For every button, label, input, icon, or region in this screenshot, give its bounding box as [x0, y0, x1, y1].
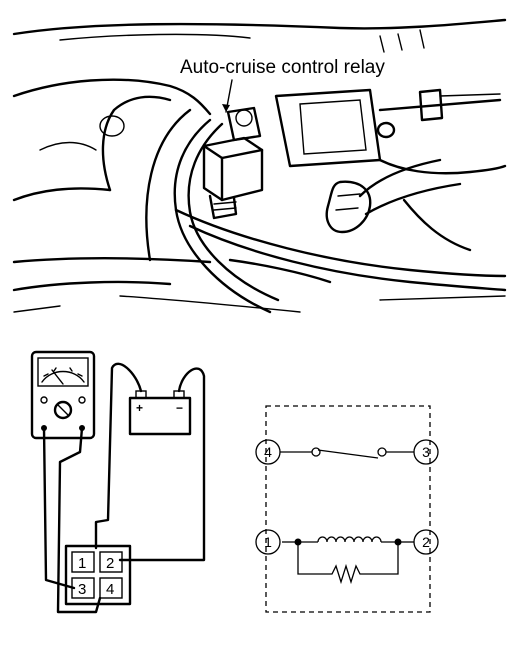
connector-pin-4: 4 [106, 581, 114, 598]
relay-callout-label: Auto-cruise control relay [180, 57, 385, 78]
schematic-terminal-2: 2 [422, 534, 430, 550]
test-leads [42, 362, 206, 614]
battery-negative-terminal: − [176, 401, 183, 415]
schematic-terminal-4: 4 [264, 444, 272, 460]
relay-connector [64, 544, 132, 606]
engine-bay-illustration [12, 18, 507, 314]
schematic-terminal-1: 1 [264, 534, 272, 550]
schematic-terminal-3: 3 [422, 444, 430, 460]
connector-pin-3: 3 [78, 581, 86, 598]
battery-positive-terminal: + [136, 401, 143, 415]
relay-schematic [255, 405, 439, 613]
ohmmeter [30, 350, 96, 440]
connector-pin-2: 2 [106, 555, 114, 572]
connector-pin-1: 1 [78, 555, 86, 572]
